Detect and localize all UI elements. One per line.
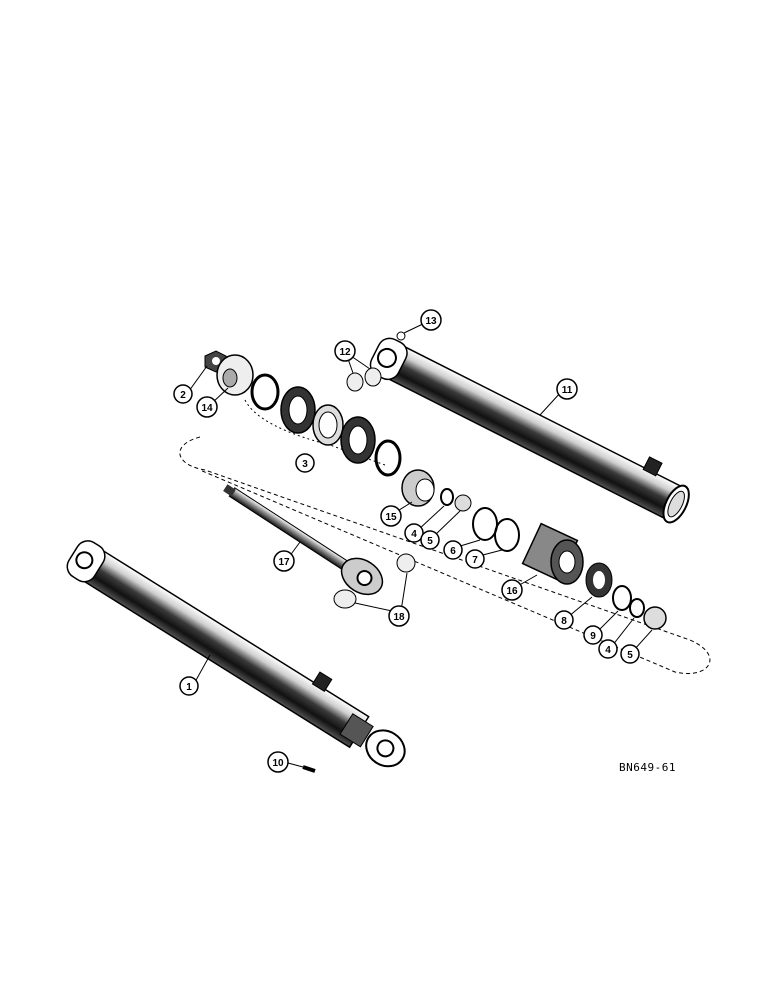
callout-11: 11 xyxy=(556,378,578,400)
callout-7: 7 xyxy=(465,549,485,569)
piston-rod-17 xyxy=(223,484,384,596)
wiper-9 xyxy=(612,585,632,611)
callout-6: 6 xyxy=(443,540,463,560)
callout-label: 13 xyxy=(425,316,437,327)
callout-label: 18 xyxy=(393,612,405,623)
callout-5a: 5 xyxy=(420,530,440,550)
o-ring-4b xyxy=(629,598,645,618)
callout-5b: 5 xyxy=(620,644,640,664)
cylinder-barrel-1 xyxy=(66,540,406,768)
o-ring-4a xyxy=(440,488,454,506)
callout-1: 1 xyxy=(179,676,199,696)
callout-label: 7 xyxy=(472,555,478,566)
callout-label: 15 xyxy=(385,512,397,523)
callout-label: 8 xyxy=(561,616,567,627)
callout-label: 9 xyxy=(590,631,596,642)
gland-16 xyxy=(521,522,584,585)
callout-label: 2 xyxy=(180,390,186,401)
screw-13 xyxy=(396,331,406,341)
callout-label: 10 xyxy=(272,758,284,769)
parts-group-outline xyxy=(179,436,711,674)
pin-10 xyxy=(302,765,316,773)
callout-label: 4 xyxy=(605,645,611,656)
backup-ring-b xyxy=(374,439,402,477)
callout-13: 13 xyxy=(420,309,442,331)
nut-15 xyxy=(401,469,435,507)
packing-ring-b xyxy=(340,416,376,464)
callout-label: 5 xyxy=(627,650,633,661)
callout-label: 3 xyxy=(302,459,308,470)
callout-15: 15 xyxy=(380,505,402,527)
callout-12: 12 xyxy=(334,340,356,362)
callout-label: 16 xyxy=(506,586,518,597)
callout-17: 17 xyxy=(273,550,295,572)
backup-ring-7 xyxy=(494,518,520,552)
callout-label: 1 xyxy=(186,682,192,693)
packing-group-outline xyxy=(244,399,386,466)
bushing-18b xyxy=(333,589,357,609)
callout-10: 10 xyxy=(267,751,289,773)
callout-label: 5 xyxy=(427,536,433,547)
callout-8: 8 xyxy=(554,610,574,630)
bushing-5b xyxy=(643,606,667,630)
o-ring-6 xyxy=(472,507,498,541)
backup-ring xyxy=(250,373,280,411)
callout-9: 9 xyxy=(583,625,603,645)
spacer-ring xyxy=(312,404,344,446)
bushing-18a xyxy=(396,553,416,573)
callout-label: 4 xyxy=(411,529,417,540)
callout-4a: 4 xyxy=(404,523,424,543)
callout-18: 18 xyxy=(388,605,410,627)
callout-label: 11 xyxy=(562,385,573,396)
callout-label: 12 xyxy=(339,347,351,358)
callout-4b: 4 xyxy=(598,639,618,659)
piston-14 xyxy=(216,354,254,396)
callout-2: 2 xyxy=(173,384,193,404)
bushing-5a xyxy=(454,494,472,512)
callout-label: 6 xyxy=(450,546,456,557)
callout-label: 17 xyxy=(278,557,290,568)
packing-ring-a xyxy=(280,386,316,434)
callout-3: 3 xyxy=(295,453,315,473)
packing-8 xyxy=(585,562,613,598)
callout-label: 14 xyxy=(201,403,213,414)
callout-16: 16 xyxy=(501,579,523,601)
bushing-12 xyxy=(346,367,382,392)
callout-14: 14 xyxy=(196,396,218,418)
drawing-code: BN649-61 xyxy=(619,761,676,774)
